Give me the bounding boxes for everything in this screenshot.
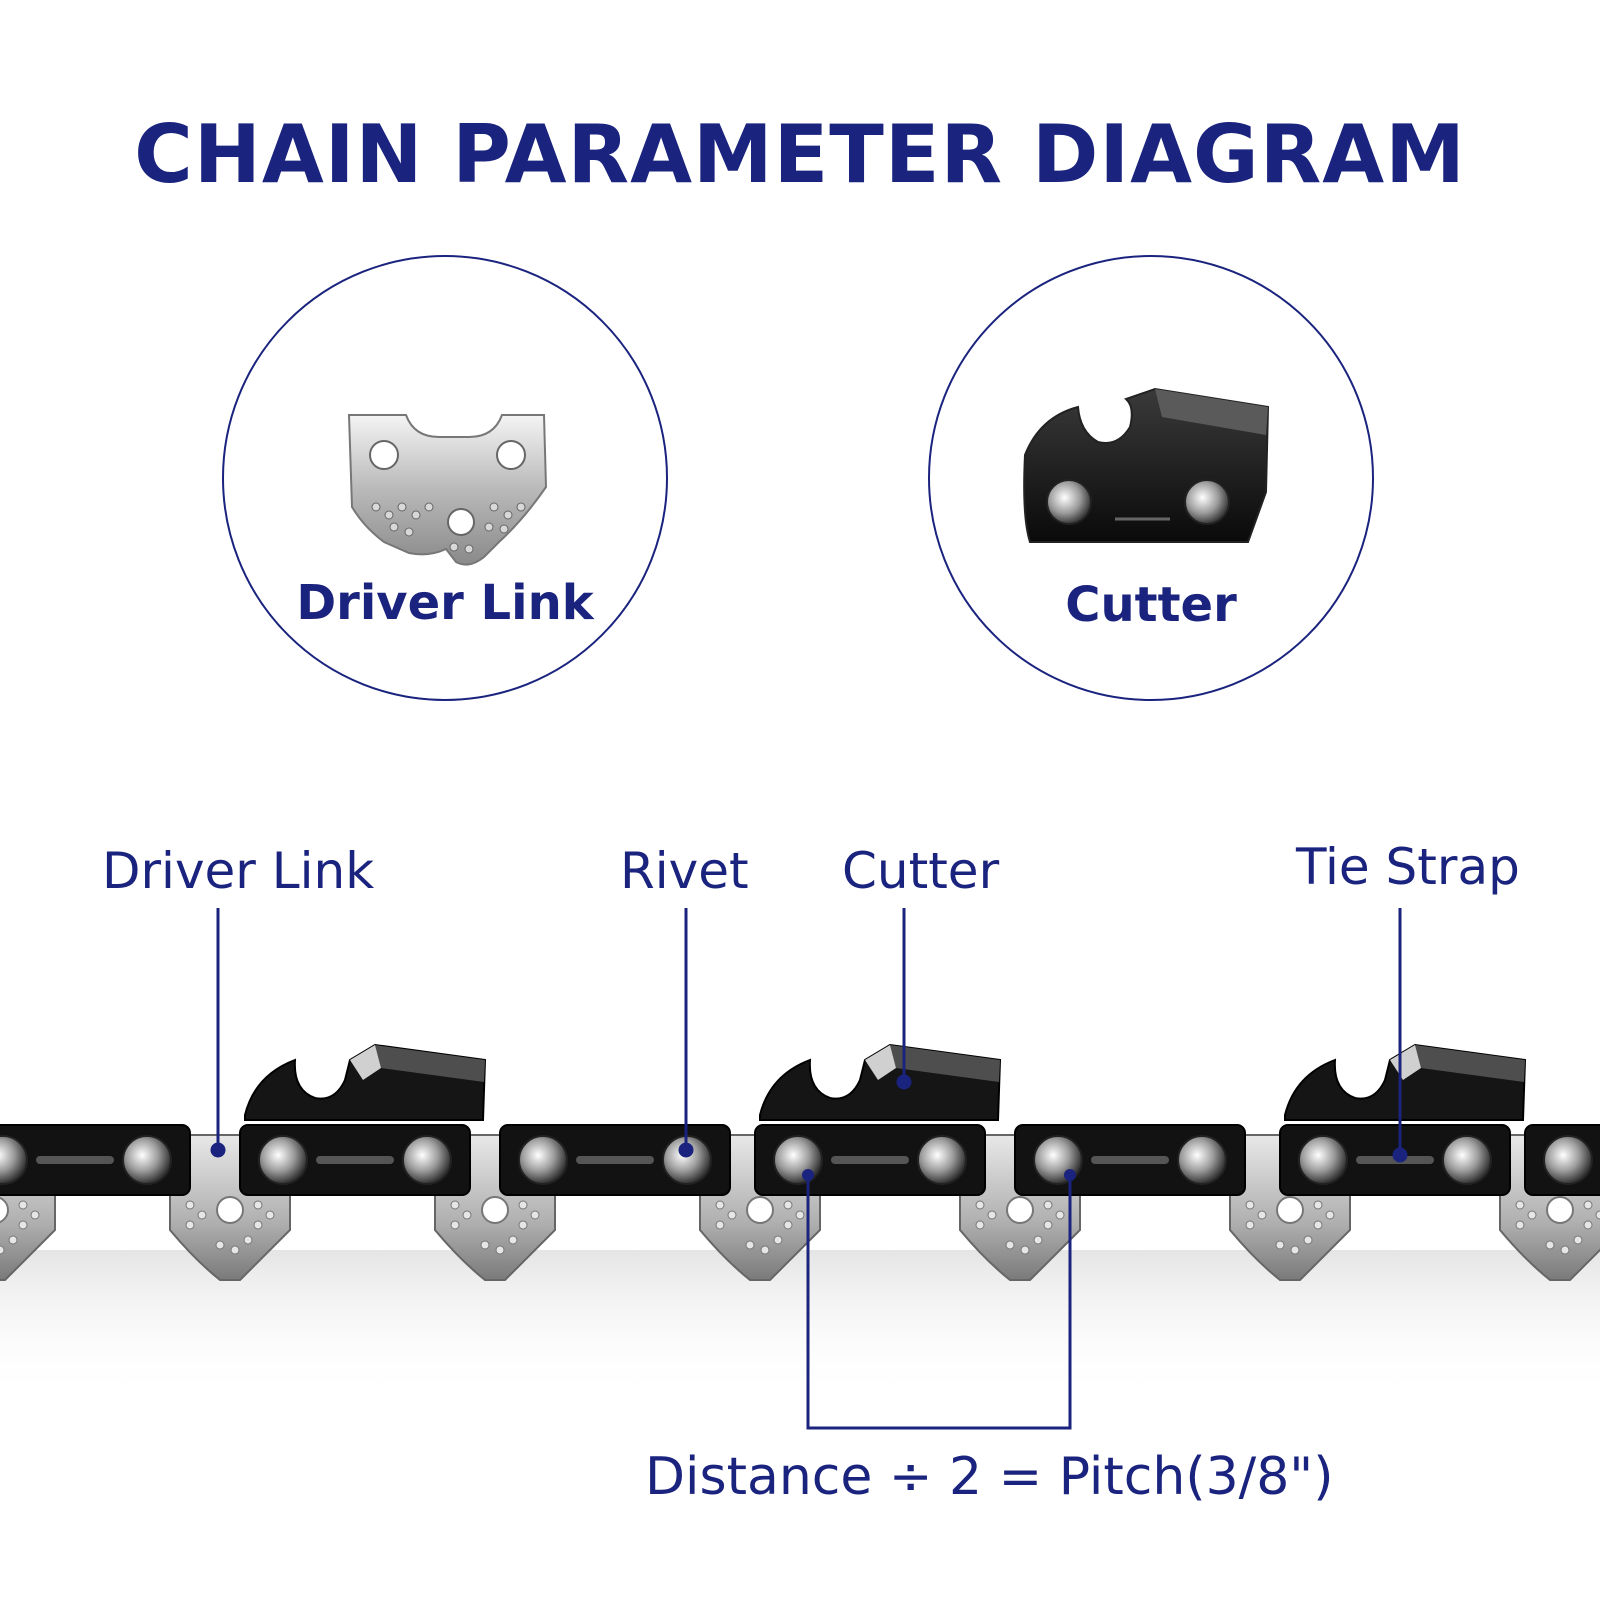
chain-reflection (0, 1250, 1600, 1400)
driver-link-circle-label: Driver Link (296, 575, 594, 631)
driver-link-callout: Driver Link (102, 842, 375, 900)
driver-link-part-icon (347, 414, 548, 566)
diagram-title: CHAIN PARAMETER DIAGRAM (134, 108, 1466, 201)
tie-strap-callout: Tie Strap (1296, 838, 1520, 896)
cutter-row (244, 1044, 1526, 1121)
cutter-callout: Cutter (842, 842, 1000, 900)
pitch-formula: Distance ÷ 2 = Pitch(3/8") (645, 1447, 1334, 1507)
driver-link-detail-circle: Driver Link (222, 255, 668, 701)
pitch-bracket (806, 1175, 1072, 1430)
cutter-detail-circle: Cutter (928, 255, 1374, 701)
cutter-circle-label: Cutter (1065, 577, 1237, 633)
tie-strap-row (0, 1125, 1600, 1195)
driver-link-row (0, 1134, 1600, 1281)
rivet-callout: Rivet (620, 842, 749, 900)
cutter-part-icon (1023, 387, 1270, 543)
